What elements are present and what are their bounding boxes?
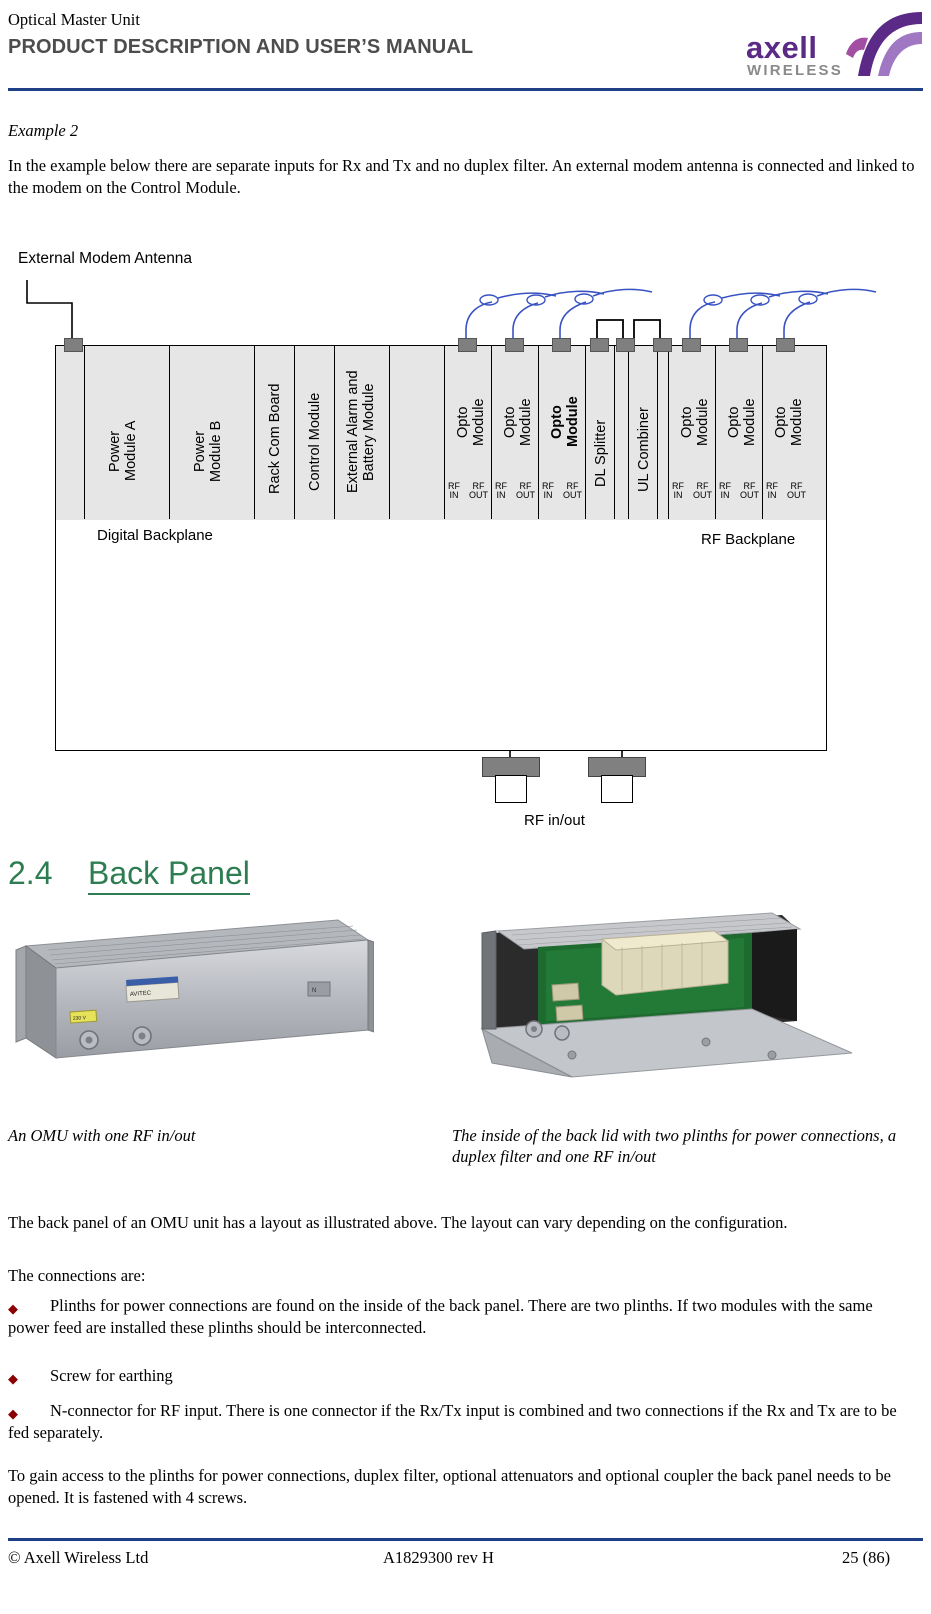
bullet-marker-icon: ◆ <box>8 1371 18 1386</box>
rf-connector-left <box>482 757 540 777</box>
module-tab-6 <box>653 338 672 352</box>
chassis-body <box>55 345 827 522</box>
page-header: Optical Master Unit PRODUCT DESCRIPTION … <box>8 10 923 91</box>
axell-wireless-logo: axell WIRELESS <box>738 10 923 82</box>
bullet-item-1: ◆ Plinths for power connections are foun… <box>8 1295 898 1339</box>
bullet-text-3: N-connector for RF input. There is one c… <box>8 1401 897 1442</box>
rf-connector-left-body <box>495 775 527 803</box>
chassis-left-rail <box>55 346 85 519</box>
svg-text:N: N <box>312 988 316 994</box>
slot-empty-3 <box>658 346 669 519</box>
example-title: Example 2 <box>8 121 79 140</box>
module-tab-1 <box>458 338 477 352</box>
photo-back-lid-inside <box>452 903 872 1085</box>
bullet-text-1: Plinths for power connections are found … <box>8 1296 873 1337</box>
chassis-lower-body <box>55 520 827 751</box>
digital-backplane-label: Digital Backplane <box>97 527 213 544</box>
section-number: 2.4 <box>8 855 53 891</box>
module-tab-2 <box>505 338 524 352</box>
bullet-item-2: ◆ Screw for earthing <box>8 1365 898 1387</box>
rf-connector-right <box>588 757 646 777</box>
bullet-marker-icon: ◆ <box>8 1301 18 1316</box>
logo-wordmark: axell <box>746 30 818 65</box>
header-title: PRODUCT DESCRIPTION AND USER’S MANUAL <box>8 36 474 58</box>
slot-empty-1 <box>390 346 445 519</box>
footer-right: 25 (86) <box>842 1548 891 1567</box>
intro-paragraph: In the example below there are separate … <box>8 156 915 197</box>
slot-label-dl-splitter: DL Splitter <box>593 419 609 487</box>
external-modem-antenna-label: External Modem Antenna <box>18 250 193 267</box>
rf-connector-right-body <box>601 775 633 803</box>
slot-dl-splitter: DL Splitter <box>586 346 615 519</box>
logo-subwordmark: WIRELESS <box>747 62 843 79</box>
header-subtitle: Optical Master Unit <box>8 10 140 29</box>
rf-in-out-label: RF in/out <box>524 812 585 829</box>
module-tab-7 <box>682 338 701 352</box>
section-title: Back Panel <box>88 855 250 895</box>
body-paragraph-1: The back panel of an OMU unit has a layo… <box>8 1213 788 1232</box>
module-tab-8 <box>729 338 748 352</box>
slot-control-module: Control Module <box>295 346 335 519</box>
slot-label-rack-com-board: Rack Com Board <box>267 383 283 495</box>
module-tab-5 <box>616 338 635 352</box>
rf-backplane-label: RF Backplane <box>701 531 796 548</box>
omu-block-diagram: External Modem Antenna <box>0 240 931 840</box>
bullet-item-3: ◆ N-connector for RF input. There is one… <box>8 1400 898 1444</box>
footer-left: © Axell Wireless Ltd <box>8 1548 149 1567</box>
module-tab-0 <box>64 338 83 352</box>
slot-label-control-module: Control Module <box>307 392 323 492</box>
logo-swoosh-icon <box>846 12 922 76</box>
slot-label-ul-combiner: UL Combiner <box>636 407 652 493</box>
caption-right: The inside of the back lid with two plin… <box>452 1126 897 1166</box>
caption-left: An OMU with one RF in/out <box>8 1126 196 1145</box>
slot-empty-2 <box>615 346 629 519</box>
section-heading: 2.4 Back Panel <box>8 855 250 895</box>
bullet-marker-icon: ◆ <box>8 1406 18 1421</box>
footer-center: A1829300 rev H <box>383 1548 494 1567</box>
svg-text:AVITEC: AVITEC <box>130 990 152 998</box>
header-rule <box>8 88 923 91</box>
photo-omu-back-panel: AVITEC 230 V N <box>8 910 375 1084</box>
slot-rack-com-board: Rack Com Board <box>255 346 295 519</box>
slot-ul-combiner: UL Combiner <box>629 346 658 519</box>
module-tab-4 <box>590 338 609 352</box>
body-paragraph-3: To gain access to the plinths for power … <box>8 1466 891 1507</box>
module-tab-9 <box>776 338 795 352</box>
module-tab-3 <box>552 338 571 352</box>
footer-rule <box>8 1538 923 1541</box>
svg-text:230 V: 230 V <box>73 1015 87 1022</box>
body-paragraph-2: The connections are: <box>8 1266 146 1285</box>
bullet-text-2: Screw for earthing <box>50 1366 173 1385</box>
